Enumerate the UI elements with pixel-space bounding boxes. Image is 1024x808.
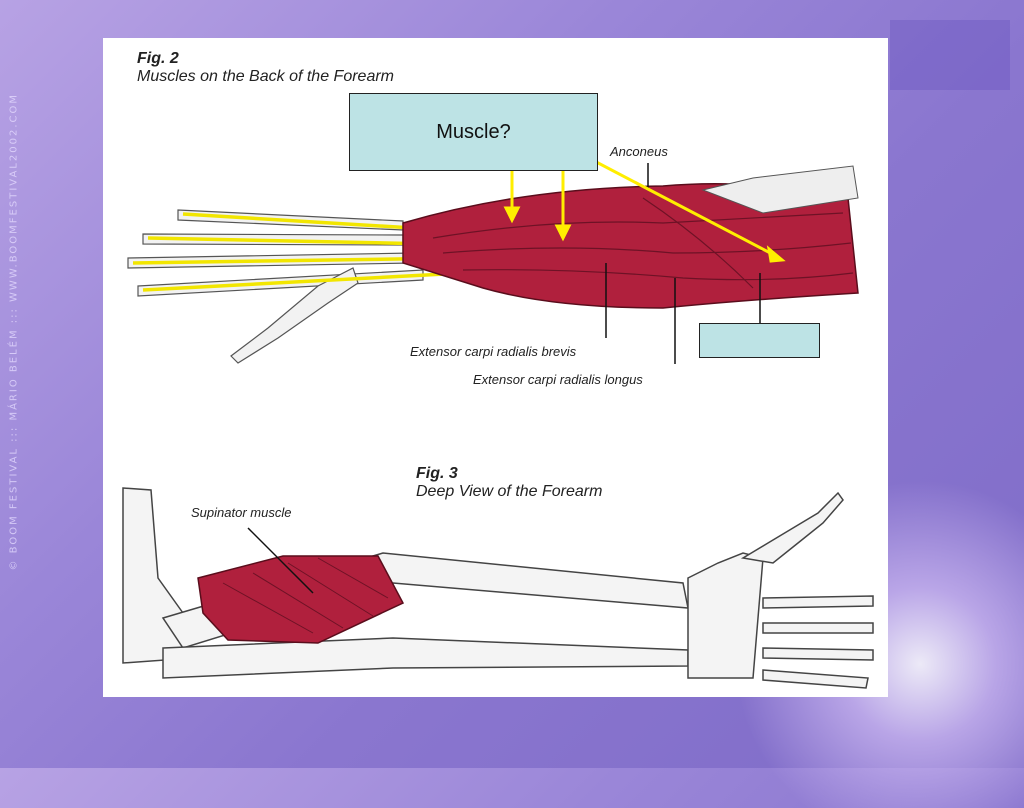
fig3-title: Fig. 3 Deep View of the Forearm	[416, 465, 602, 501]
label-ecrb: Extensor carpi radialis brevis	[410, 344, 577, 359]
label-anconeus: Anconeus	[610, 144, 668, 159]
label-supinator: Supinator muscle	[191, 505, 292, 520]
fig3-caption: Deep View of the Forearm	[416, 483, 603, 500]
tendons	[132, 212, 484, 292]
fig3-bones	[122, 487, 874, 689]
background-tile	[890, 20, 1010, 90]
watermark: © BOOM FESTIVAL ::: MÁRIO BELÉM ::: WWW.…	[8, 93, 20, 571]
question-box: Muscle?	[349, 93, 598, 171]
supinator-leader-line	[247, 527, 314, 594]
fig2-caption: Muscles on the Back of the Forearm	[137, 68, 394, 85]
elbow-bone	[701, 165, 859, 214]
yellow-arrows	[503, 136, 786, 263]
figure-panel: Fig. 2 Muscles on the Back of the Forear…	[103, 38, 888, 697]
label-ecrl: Extensor carpi radialis longus	[473, 372, 643, 387]
answer-box	[699, 323, 820, 358]
fig2-title: Fig. 2 Muscles on the Back of the Forear…	[137, 50, 394, 86]
supinator-fibers	[222, 557, 389, 634]
fig2-number: Fig. 2	[137, 50, 179, 67]
fig3-number: Fig. 3	[416, 465, 458, 482]
supinator-muscle	[197, 555, 405, 644]
question-text: Muscle?	[436, 120, 511, 143]
muscle-fibers	[432, 197, 854, 289]
leader-lines-fig2	[605, 163, 761, 364]
hand-bones-fig2	[127, 209, 424, 364]
anatomy-illustration	[122, 136, 874, 689]
